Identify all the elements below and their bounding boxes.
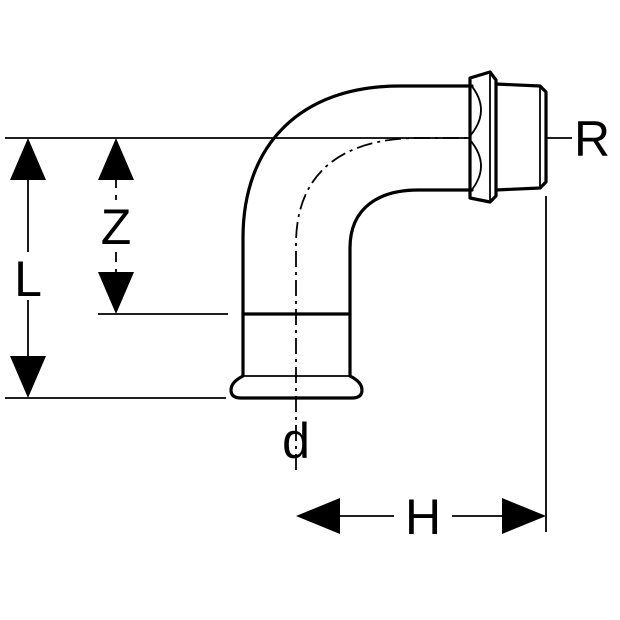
socket-body [229,312,364,400]
dim-Z-arrow-up [98,138,134,180]
dim-Z-arrow-down [98,272,134,314]
hex-nut-outline [468,70,498,204]
dim-L-label: L [14,251,42,307]
hex-nut-facet-top [469,83,482,137]
hex-nut-facet-bottom [469,139,482,193]
dim-Z-label: Z [101,199,132,255]
elbow-inner-wall [348,188,474,316]
label-R: R [574,111,610,167]
hex-nut [468,70,498,204]
label-d: d [282,413,310,469]
dim-H-arrow-right [502,498,546,534]
elbow-body [241,84,474,316]
male-thread [494,82,548,192]
fitting-center-line [295,137,470,470]
extension-lines [5,137,547,532]
dimension-H: H [296,489,546,545]
dimension-L: L [10,138,46,398]
dimension-Z: Z [98,138,134,314]
dim-L-arrow-down [10,356,46,398]
press-socket [229,312,364,400]
elbow-outer-wall [241,84,474,316]
dim-L-arrow-up [10,138,46,180]
dim-H-label: H [405,489,441,545]
male-thread-outline [494,82,548,192]
dim-H-arrow-left [296,498,340,534]
